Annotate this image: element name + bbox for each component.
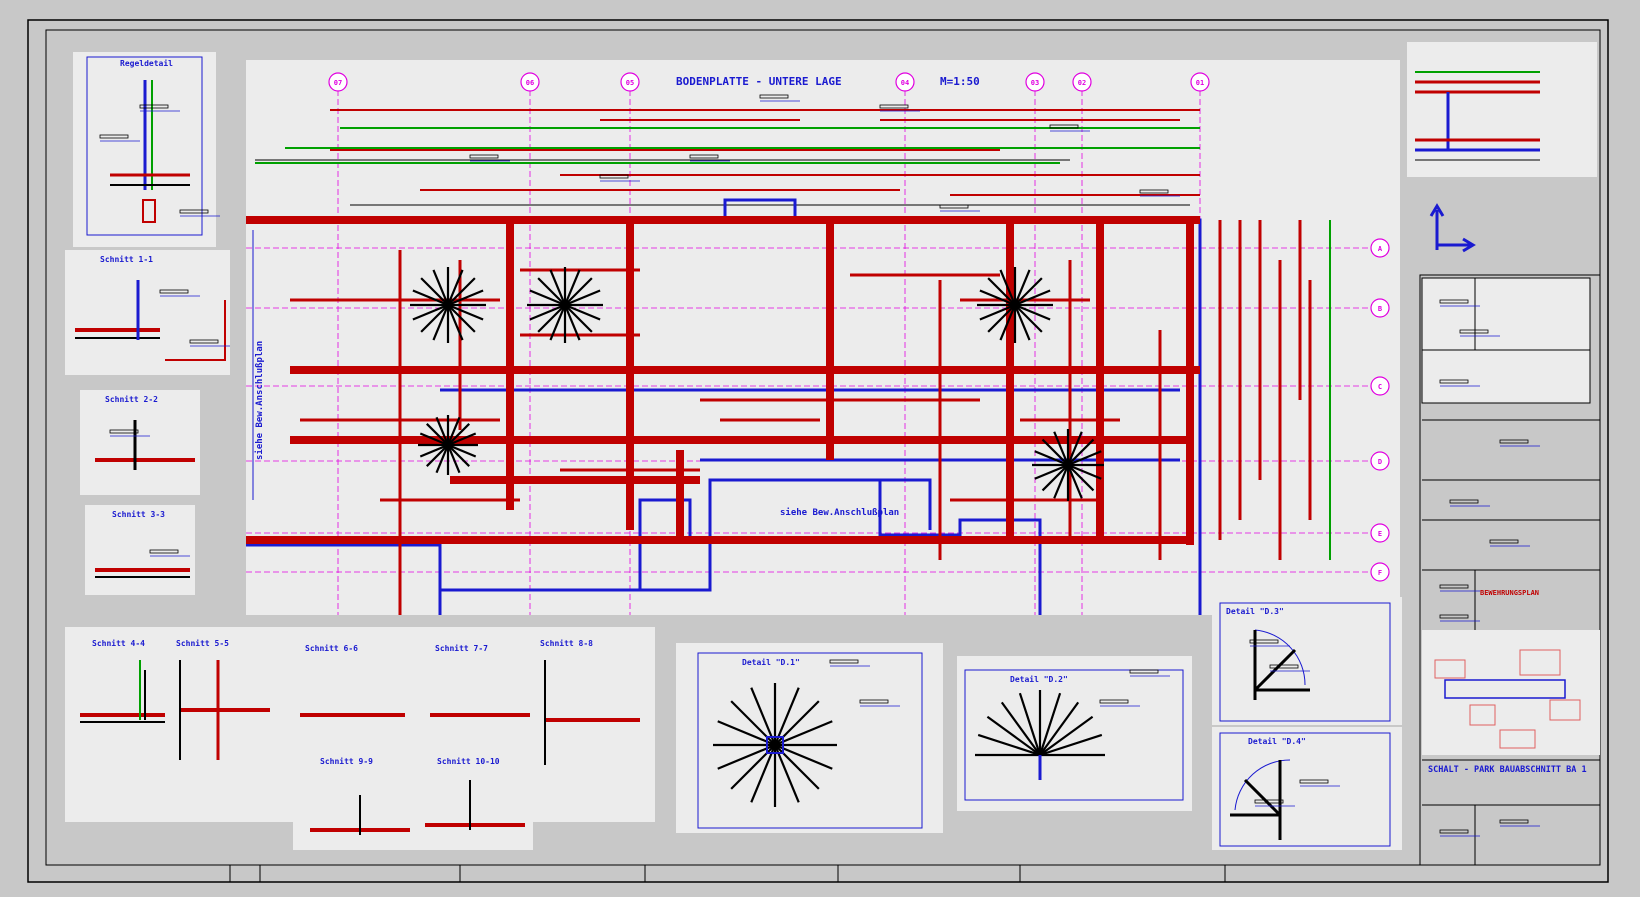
column-axis-label: 05 (626, 79, 634, 87)
row-axis-bubble (1370, 238, 1390, 258)
svg-text:Detail "D.1": Detail "D.1" (742, 657, 800, 667)
main-plan: BODENPLATTE - UNTERE LAGE M=1:50 07 06 05 0… (246, 60, 1400, 615)
section-schnitt-2-2: Schnitt 2-2 (80, 390, 200, 495)
section-regeldetail: Regeldetail (73, 52, 216, 247)
column-axis-bubble (1072, 72, 1092, 92)
svg-text:Schnitt 9-9: Schnitt 9-9 (320, 756, 373, 766)
row-axis-bubble (1370, 376, 1390, 396)
column-axis-bubble (620, 72, 640, 92)
outer-frame (27, 19, 1609, 883)
svg-text:Schnitt 7-7: Schnitt 7-7 (435, 643, 488, 653)
row-axis-bubble (1370, 562, 1390, 582)
svg-text:Schnitt 8-8: Schnitt 8-8 (540, 638, 593, 648)
detail-d2: Detail "D.2" (957, 656, 1192, 811)
column-axis-label: 02 (1078, 79, 1086, 87)
plan-center-note: siehe Bew.Anschlußplan (780, 507, 899, 518)
detail-d4: Detail "D.4" (1212, 727, 1402, 850)
annotation-bars (99, 94, 1540, 837)
column-axis-bubble (1025, 72, 1045, 92)
row-axis-label: E (1378, 530, 1382, 538)
drawing-type: BEWEHRUNGSPLAN (1480, 589, 1539, 597)
section-schnitt-3-3: Schnitt 3-3 (85, 505, 195, 595)
project-name: SCHALT - PARK BAUABSCHNITT BA 1 (1428, 765, 1587, 775)
svg-text:Schnitt 10-10: Schnitt 10-10 (437, 756, 500, 766)
svg-text:Schnitt 4-4: Schnitt 4-4 (92, 638, 145, 648)
section-panel-bottom: Schnitt 4-4 Schnitt 5-5 Schnitt 6-6 Schn… (65, 627, 655, 850)
title-block: SCHALT - PARK BAUABSCHNITT BA 1 BEWEHRUN… (1419, 274, 1601, 866)
plan-title: BODENPLATTE - UNTERE LAGE (676, 75, 842, 88)
svg-text:Detail "D.2": Detail "D.2" (1010, 674, 1068, 684)
row-axis-bubble (1370, 451, 1390, 471)
column-axis-bubble (520, 72, 540, 92)
column-axis-label: 04 (901, 79, 909, 87)
row-axis-label: F (1378, 569, 1382, 577)
row-axis-label: D (1378, 458, 1382, 466)
row-axis-label: A (1378, 245, 1383, 253)
svg-text:Detail "D.4": Detail "D.4" (1248, 736, 1306, 746)
column-axis-bubble (1190, 72, 1210, 92)
plan-star-reinforcement (410, 267, 1104, 501)
svg-text:Detail "D.3": Detail "D.3" (1226, 606, 1284, 616)
column-axis-bubble (895, 72, 915, 92)
column-axis-label: 06 (526, 79, 534, 87)
plan-side-note: siehe Bew.Anschlußplan (254, 341, 265, 460)
column-axis-bubble (328, 72, 348, 92)
svg-text:Schnitt 1-1: Schnitt 1-1 (100, 254, 153, 264)
detail-d3: Detail "D.3" (1212, 597, 1402, 725)
axis-symbol (1429, 203, 1476, 253)
row-axis-label: C (1378, 383, 1382, 391)
column-axis-label: 03 (1031, 79, 1039, 87)
svg-text:Schnitt 2-2: Schnitt 2-2 (105, 394, 158, 404)
top-right-detail (1407, 42, 1597, 177)
row-axis-bubble (1370, 298, 1390, 318)
column-axis-label: 01 (1196, 79, 1204, 87)
svg-text:Schnitt 3-3: Schnitt 3-3 (112, 509, 165, 519)
svg-text:Schnitt 5-5: Schnitt 5-5 (176, 638, 229, 648)
section-schnitt-1-1: Schnitt 1-1 (65, 250, 230, 375)
row-axis-label: B (1378, 305, 1382, 313)
row-axis-bubble (1370, 523, 1390, 543)
svg-text:Regeldetail: Regeldetail (120, 58, 173, 68)
detail-d1: Detail "D.1" (676, 643, 943, 833)
plan-scale: M=1:50 (940, 75, 980, 88)
column-axis-label: 07 (334, 79, 342, 87)
svg-text:Schnitt 6-6: Schnitt 6-6 (305, 643, 358, 653)
